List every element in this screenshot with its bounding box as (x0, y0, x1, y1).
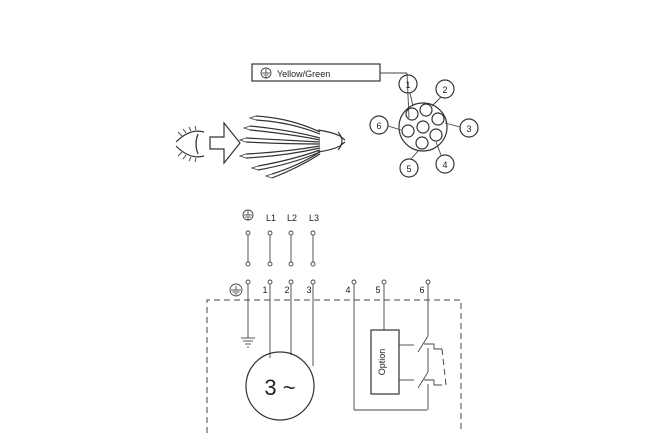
supply-conductor (245, 230, 251, 267)
earth-ground-icon (242, 209, 254, 221)
supply-conductor (267, 230, 273, 267)
earth-legend: Yellow/Green (251, 63, 410, 119)
supply-line-l2-label: L2 (287, 213, 297, 223)
switch-contacts (417, 284, 447, 410)
supply-line-l3-label: L3 (309, 213, 319, 223)
terminal-6-label: 6 (419, 285, 424, 295)
connector-pin-callout: 5 (399, 149, 420, 178)
motor-label: 3 ~ (264, 375, 295, 400)
motor-symbol: 3 ~ (245, 351, 315, 421)
connector-pin-callout: 4 (435, 141, 455, 174)
terminal-2-label: 2 (284, 285, 289, 295)
terminal-1-label: 1 (262, 285, 267, 295)
option-circuit (353, 284, 427, 411)
terminal-4-label: 4 (345, 285, 350, 295)
terminal-3-label: 3 (306, 285, 311, 295)
housing-boundary (206, 299, 462, 433)
supply-line-l1-label: L1 (266, 213, 276, 223)
eye-icon (175, 125, 205, 163)
supply-conductor (310, 230, 316, 267)
connector-pin-callout: 3 (444, 118, 479, 138)
chassis-ground-icon (229, 283, 243, 297)
connector-pin-callout: 2 (431, 79, 455, 107)
supply-conductor (288, 230, 294, 267)
pin-2-label: 2 (442, 85, 447, 95)
pin-6-label: 6 (376, 121, 381, 131)
earth-conductor (241, 284, 255, 348)
motor-wiring (269, 284, 314, 366)
earth-legend-label: Yellow/Green (277, 69, 330, 79)
pin-5-label: 5 (406, 164, 411, 174)
pin-3-label: 3 (466, 124, 471, 134)
option-box-label: Option (377, 349, 387, 376)
pin-1-label: 1 (405, 80, 410, 90)
connector-pin-callout: 1 (398, 74, 418, 107)
earth-ground-icon (260, 67, 272, 79)
arrow-right-icon (209, 121, 241, 165)
terminal-contacts (245, 279, 431, 285)
connector-face (398, 102, 448, 152)
pin-4-label: 4 (442, 160, 447, 170)
terminal-5-label: 5 (375, 285, 380, 295)
cable-bundle (238, 115, 346, 179)
connector-pin-callout: 6 (369, 115, 402, 135)
